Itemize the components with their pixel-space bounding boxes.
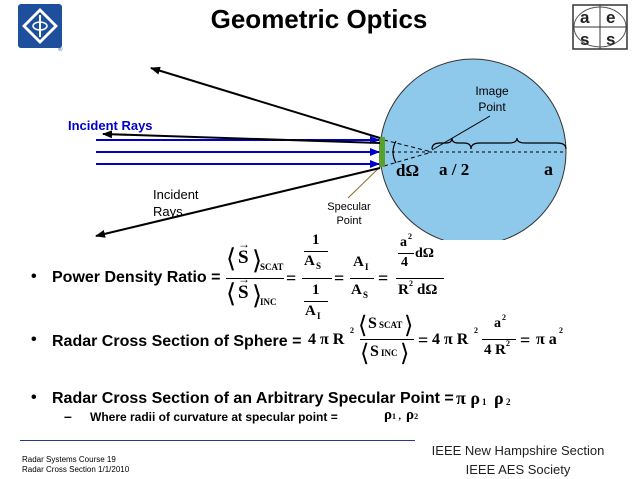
footer-course-info: Radar Systems Course 19 Radar Cross Sect…: [22, 455, 130, 474]
specular-patch: [379, 137, 385, 167]
brace-a: [470, 137, 567, 150]
svg-text:a: a: [580, 8, 590, 27]
svg-text:®: ®: [58, 46, 63, 52]
bullet-dot-1: •: [31, 268, 37, 285]
incident-rays-label-top: Incident Rays: [68, 118, 153, 133]
a-half-label: a / 2: [439, 160, 470, 179]
d-omega-arc: [392, 140, 397, 164]
ieee-logo: ®: [18, 4, 66, 53]
reflected-ray-3: [95, 167, 381, 238]
power-density-ratio-label: Power Density Ratio =: [52, 269, 221, 286]
a-label: a: [544, 159, 553, 179]
specular-point-label: Specular Point: [327, 201, 371, 227]
bullet-dot-3: •: [31, 389, 37, 406]
footer-divider: [20, 440, 415, 441]
cone-lower: [383, 151, 433, 167]
svg-text:s: s: [606, 30, 615, 49]
page-title: Geometric Optics: [210, 4, 428, 34]
d-omega-label: dΩ: [396, 161, 420, 180]
incident-rays-label-bottom: Incident Rays: [153, 187, 199, 219]
radii-formula: ρ1 , ρ2: [384, 407, 419, 423]
bullet-dot-2: •: [31, 331, 37, 348]
rcs-arbitrary-label: Radar Cross Section of an Arbitrary Spec…: [52, 390, 454, 407]
geometric-optics-diagram: [95, 58, 567, 240]
radii-of-curvature-label: Where radii of curvature at specular poi…: [90, 410, 338, 424]
reflected-ray-2: [102, 130, 381, 144]
image-point-label: Image Point: [475, 84, 509, 114]
cone-upper: [383, 139, 433, 153]
svg-text:e: e: [606, 8, 615, 27]
rcs-sphere-formula: 4 π R 2 ⟨ S SCAT ⟩ ⟨ S INC ⟩ = 4 π R 2 a…: [308, 313, 563, 367]
rcs-sphere-label: Radar Cross Section of Sphere =: [52, 333, 302, 350]
footer-organizations: IEEE New Hampshire Section IEEE AES Soci…: [431, 443, 605, 477]
rcs-arbitrary-formula: π ρ 1 ρ 2: [456, 388, 511, 408]
svg-text:s: s: [580, 30, 589, 49]
aes-logo: a e s s: [572, 4, 628, 50]
specular-point-pointer: [347, 165, 382, 199]
image-point-pointer: [431, 115, 491, 151]
sub-bullet-dash: –: [64, 408, 72, 424]
reflected-ray-1: [150, 66, 381, 139]
power-density-formula: ⟨ S → ⟩ SCAT ⟨ S → ⟩ INC = 1 A S 1 A I =…: [222, 232, 444, 321]
